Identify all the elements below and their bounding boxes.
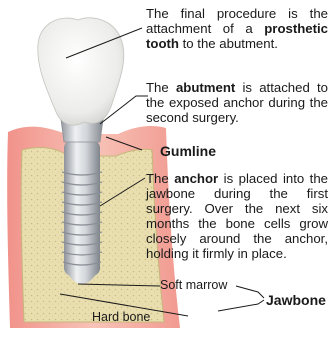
jawbone-label: Jawbone xyxy=(266,292,326,308)
hard-bone-label: Hard bone xyxy=(92,310,150,324)
anchor-text-pre: The xyxy=(146,171,174,186)
abutment-text-pre: The xyxy=(146,80,176,95)
anchor-callout-text: The anchor is placed into the jawbone du… xyxy=(146,171,328,261)
prosthetic-crown xyxy=(38,18,124,125)
crown-text-post: to the abutment. xyxy=(179,36,278,51)
abutment-text-bold: abutment xyxy=(176,80,235,95)
anchor-text-bold: anchor xyxy=(174,171,218,186)
soft-marrow-label: Soft marrow xyxy=(160,278,227,292)
crown-callout-text: The final procedure is the attachment of… xyxy=(146,6,328,51)
gumline-label: Gumline xyxy=(160,143,216,159)
abutment-callout-text: The abutment is attached to the exposed … xyxy=(146,80,328,125)
anchor-screw xyxy=(62,140,102,284)
